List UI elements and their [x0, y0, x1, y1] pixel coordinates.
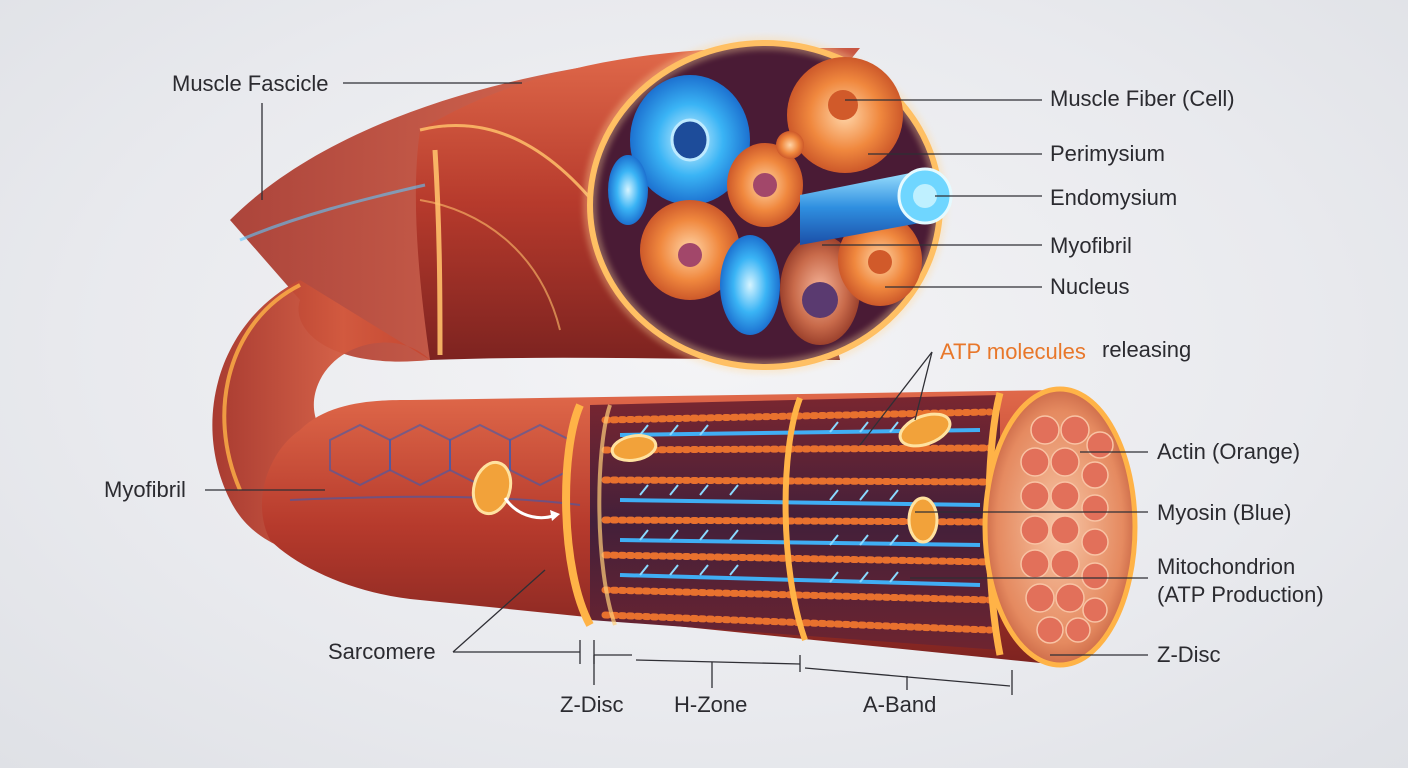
label-muscle-fascicle: Muscle Fascicle — [172, 71, 328, 96]
label-myofibril-left: Myofibril — [104, 477, 186, 502]
label-myofibril-top: Myofibril — [1050, 233, 1132, 258]
label-z-disc-bottom: Z-Disc — [560, 692, 624, 717]
label-atp-production: (ATP Production) — [1157, 582, 1324, 607]
label-h-zone: H-Zone — [674, 692, 747, 717]
leader-lines — [205, 82, 1148, 695]
label-sarcomere: Sarcomere — [328, 639, 436, 664]
label-perimysium: Perimysium — [1050, 141, 1165, 166]
myofibril-cylinder-shape — [261, 386, 1138, 668]
label-a-band: A-Band — [863, 692, 936, 717]
label-nucleus: Nucleus — [1050, 274, 1129, 299]
label-actin: Actin (Orange) — [1157, 439, 1300, 464]
label-mitochondrion: Mitochondrion — [1157, 554, 1295, 579]
label-muscle-fiber: Muscle Fiber (Cell) — [1050, 86, 1235, 111]
label-myosin: Myosin (Blue) — [1157, 500, 1291, 525]
label-atp-molecules: ATP molecules — [940, 339, 1086, 364]
muscle-fascicle-shape — [212, 36, 953, 560]
label-z-disc-right: Z-Disc — [1157, 642, 1221, 667]
label-releasing: releasing — [1102, 337, 1191, 362]
label-endomysium: Endomysium — [1050, 185, 1177, 210]
